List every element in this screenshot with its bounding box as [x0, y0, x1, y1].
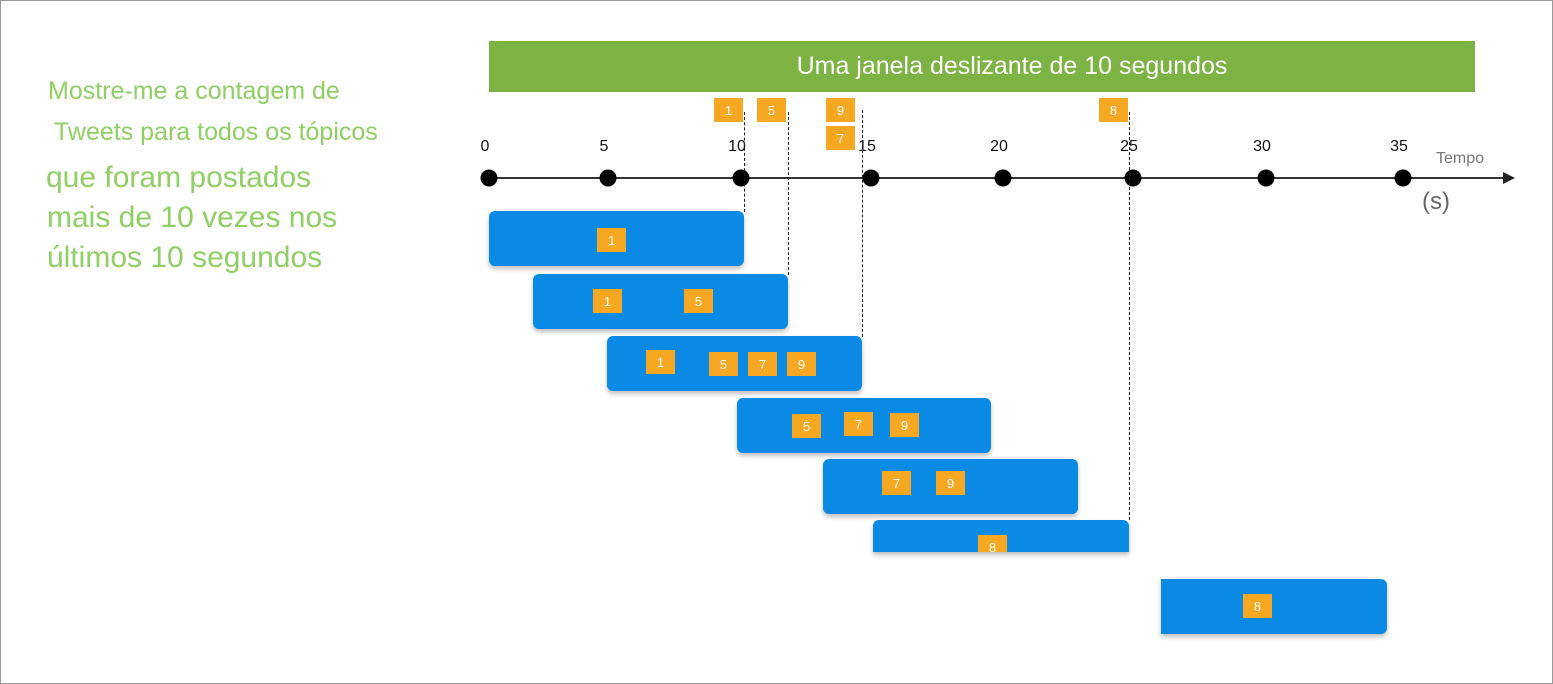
- window-bar: 1: [489, 211, 744, 266]
- cutoff-line: [788, 112, 789, 275]
- window-bar: 8: [873, 520, 1129, 552]
- window-event: 5: [792, 414, 821, 438]
- tick-label: 0: [480, 138, 490, 155]
- event-marker: 1: [714, 98, 743, 122]
- question-line-5: últimos 10 segundos: [47, 241, 323, 274]
- event-marker: 8: [1099, 98, 1128, 122]
- window-event: 9: [936, 471, 965, 495]
- tick-dot: [599, 169, 617, 187]
- window-bar: 8: [1161, 579, 1387, 634]
- tick-dot: [732, 169, 750, 187]
- window-event: 1: [593, 289, 622, 313]
- tick-dot: [994, 169, 1012, 187]
- tick-label: 5: [599, 138, 609, 155]
- sliding-window-banner: Uma janela deslizante de 10 segundos: [489, 41, 1475, 92]
- axis-arrow-icon: [1503, 172, 1515, 184]
- cutoff-line: [1129, 112, 1130, 520]
- question-line-4: mais de 10 vezes nos: [47, 201, 338, 234]
- tick-dot: [1257, 169, 1275, 187]
- tick-dot: [1394, 169, 1412, 187]
- window-event: 7: [748, 352, 777, 376]
- window-event: 1: [597, 228, 626, 252]
- axis-title: Tempo: [1436, 150, 1485, 167]
- cutoff-line: [744, 112, 745, 212]
- tick-label: 35: [1390, 138, 1408, 155]
- window-event: 8: [978, 535, 1007, 552]
- window-event: 9: [787, 352, 816, 376]
- tick-dot: [1124, 169, 1142, 187]
- tick-label: 15: [858, 138, 876, 155]
- window-event: 7: [882, 471, 911, 495]
- window-event: 5: [684, 289, 713, 313]
- window-event: 7: [844, 412, 873, 436]
- tick-dot: [862, 169, 880, 187]
- question-line-1: Mostre-me a contagem de: [48, 77, 340, 105]
- window-event: 9: [890, 413, 919, 437]
- axis-unit: (s): [1422, 188, 1450, 215]
- question-line-2: Tweets para todos os tópicos: [54, 118, 378, 146]
- event-marker: 9: [826, 98, 855, 122]
- tick-label: 10: [728, 138, 746, 155]
- tick-dot: [480, 169, 498, 187]
- event-marker: 5: [757, 98, 786, 122]
- cutoff-line: [862, 110, 863, 337]
- tick-label: 30: [1253, 138, 1271, 155]
- event-marker: 7: [826, 126, 855, 150]
- window-event: 5: [709, 352, 738, 376]
- question-line-3: que foram postados: [46, 161, 312, 194]
- tick-label: 20: [990, 138, 1008, 155]
- banner-title: Uma janela deslizante de 10 segundos: [796, 52, 1228, 80]
- window-event: 1: [646, 350, 675, 374]
- window-event: 8: [1243, 594, 1272, 618]
